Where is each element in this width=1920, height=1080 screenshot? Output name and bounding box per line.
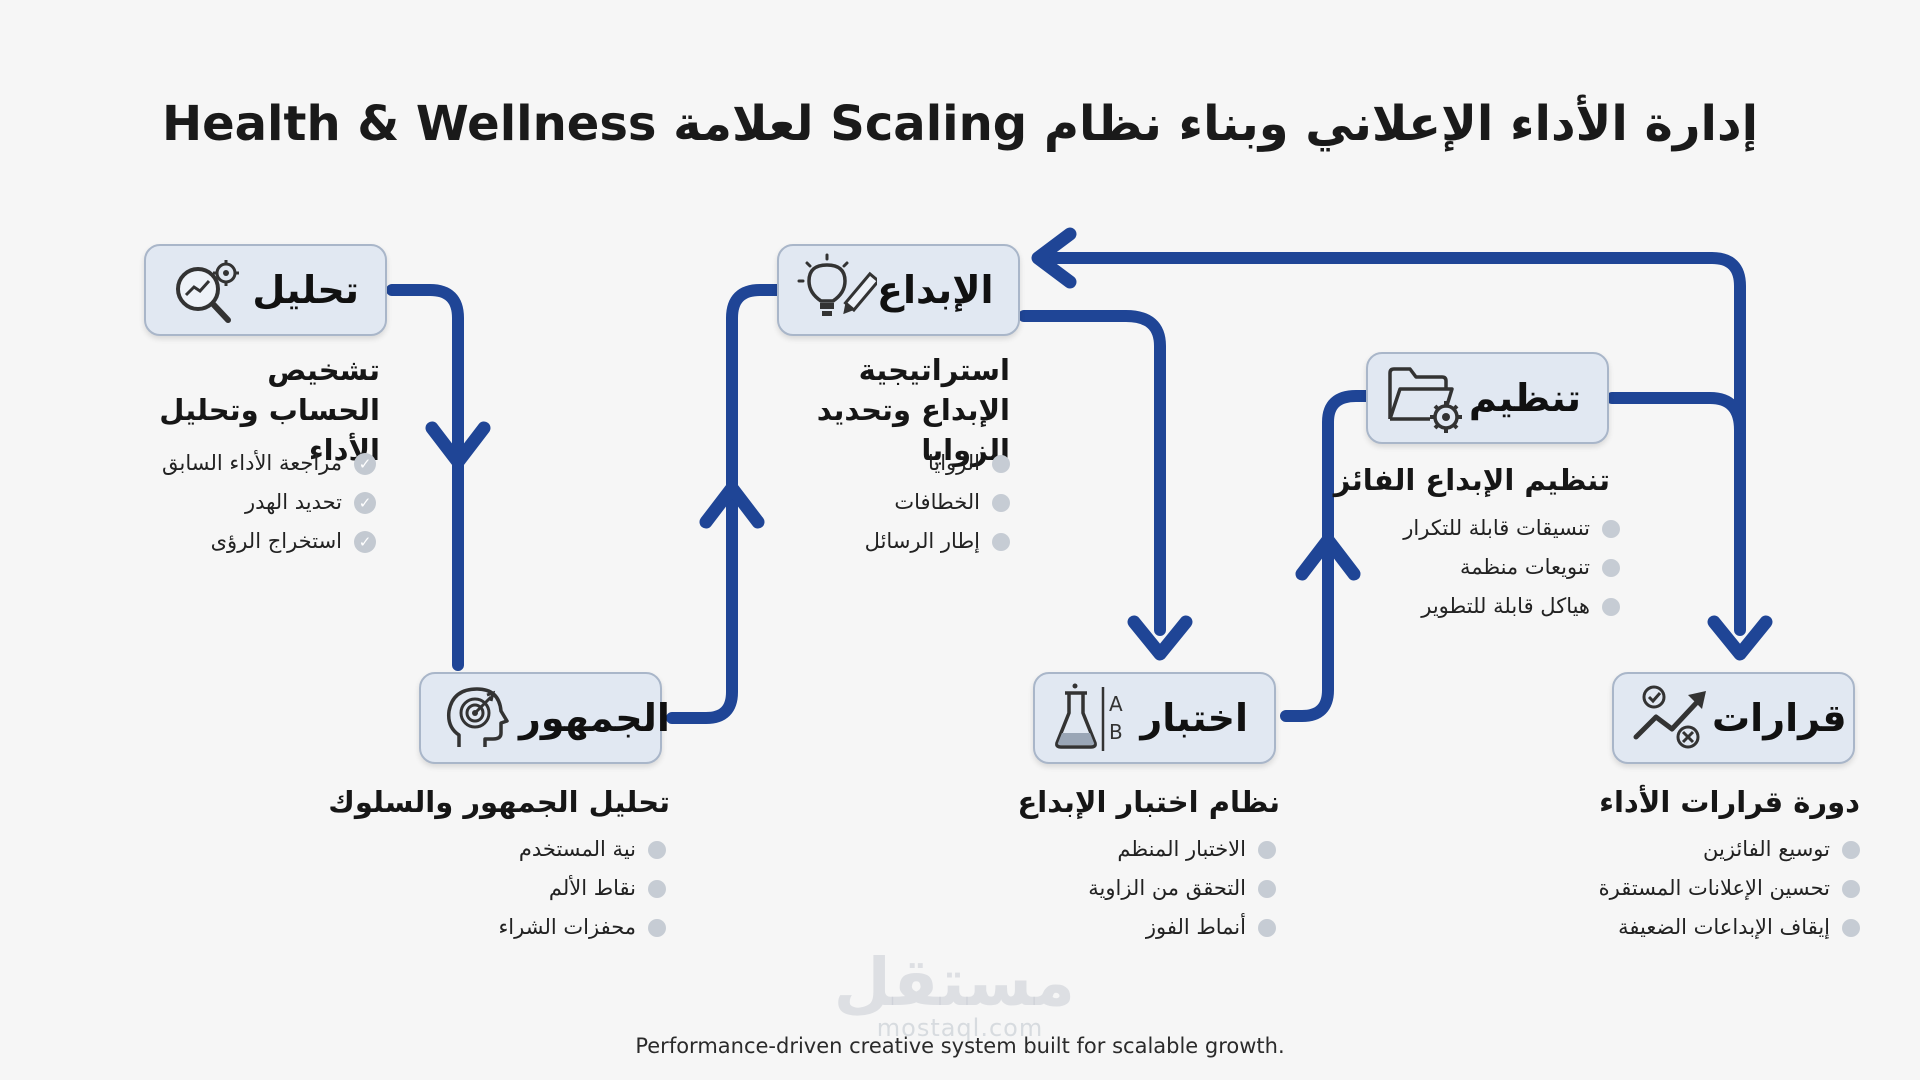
folder-gear-icon <box>1386 361 1466 435</box>
head-target-icon <box>439 681 519 755</box>
list-item: تنسيقات قابلة للتكرار <box>1360 509 1620 548</box>
list-item: ✓مراجعة الأداء السابق <box>120 444 376 483</box>
list-item: ✓استخراج الرؤى <box>120 522 376 561</box>
stage-box-creative[interactable]: الإبداع <box>777 244 1020 336</box>
svg-text:A: A <box>1109 692 1123 716</box>
stage-heading-organize: تنظيم الإبداع الفائز <box>1333 463 1610 497</box>
list-item: محفزات الشراء <box>440 908 666 947</box>
check-circle-icon: ✓ <box>354 530 376 553</box>
arrow-creative-to-testing <box>1018 310 1166 636</box>
bullet-dot-icon <box>1602 558 1620 577</box>
list-item: إيقاف الإبداعات الضعيفة <box>1560 908 1860 947</box>
check-circle-icon: ✓ <box>354 491 376 514</box>
stage-list-decisions: توسيع الفائزين تحسين الإعلانات المستقرة … <box>1560 830 1860 947</box>
stage-list-audience: نية المستخدم نقاط الألم محفزات الشراء <box>440 830 666 947</box>
stage-heading-testing: نظام اختبار الإبداع <box>1017 785 1280 819</box>
list-item: نقاط الألم <box>440 869 666 908</box>
arrow-feedback-loop <box>1032 252 1746 434</box>
stage-list-organize: تنسيقات قابلة للتكرار تنويعات منظمة هياك… <box>1360 509 1620 626</box>
bullet-dot-icon <box>648 879 666 898</box>
stage-box-decisions[interactable]: قرارات <box>1612 672 1855 764</box>
stage-label-organize: تنظيم <box>1468 376 1581 420</box>
stage-heading-audience: تحليل الجمهور والسلوك <box>328 785 670 819</box>
arrow-organize-to-decisions <box>1606 392 1746 636</box>
stage-box-testing[interactable]: A B اختبار <box>1033 672 1276 764</box>
stage-label-decisions: قرارات <box>1712 696 1847 740</box>
footer-caption: Performance-driven creative system built… <box>635 1034 1285 1058</box>
bullet-dot-icon <box>1602 597 1620 616</box>
magnifier-gear-icon <box>164 253 244 327</box>
bullet-dot-icon <box>1258 879 1276 898</box>
bullet-dot-icon <box>992 493 1010 512</box>
lightbulb-pencil-icon <box>797 253 877 327</box>
bullet-dot-icon <box>1258 918 1276 937</box>
list-item: تنويعات منظمة <box>1360 548 1620 587</box>
stage-box-audience[interactable]: الجمهور <box>419 672 670 764</box>
list-item: تحسين الإعلانات المستقرة <box>1560 869 1860 908</box>
bullet-dot-icon <box>1258 840 1276 859</box>
bullet-dot-icon <box>992 454 1010 473</box>
bullet-dot-icon <box>1842 918 1860 937</box>
list-item: إطار الرسائل <box>820 522 1010 561</box>
arrowhead-left-creative <box>1031 227 1077 289</box>
stage-label-testing: اختبار <box>1140 696 1248 740</box>
decision-chart-icon <box>1632 681 1712 755</box>
list-item: الزوايا <box>820 444 1010 483</box>
stage-list-analysis: ✓مراجعة الأداء السابق ✓تحديد الهدر ✓استخ… <box>120 444 376 561</box>
svg-text:B: B <box>1109 720 1123 744</box>
stage-list-creative: الزوايا الخطافات إطار الرسائل <box>820 444 1010 561</box>
check-circle-icon: ✓ <box>354 452 376 475</box>
stage-label-analysis: تحليل <box>252 268 359 312</box>
stage-label-creative: الإبداع <box>877 268 994 312</box>
stage-box-analysis[interactable]: تحليل <box>144 244 387 336</box>
arrowhead-down-decisions <box>1707 615 1773 661</box>
list-item: أنماط الفوز <box>1050 908 1276 947</box>
arrowhead-up-organize <box>1295 533 1361 581</box>
arrowhead-up-creative <box>699 481 765 529</box>
watermark-url: mostaql.com <box>876 1014 1044 1042</box>
page-title: إدارة الأداء الإعلاني وبناء نظام Scaling… <box>161 96 1759 152</box>
flask-ab-icon: A B <box>1053 681 1133 755</box>
list-item: ✓تحديد الهدر <box>120 483 376 522</box>
stage-box-organize[interactable]: تنظيم <box>1366 352 1609 444</box>
list-item: توسيع الفائزين <box>1560 830 1860 869</box>
stage-heading-creative: استراتيجية الإبداع وتحديد الزوايا <box>816 353 1010 467</box>
bullet-dot-icon <box>648 918 666 937</box>
bullet-dot-icon <box>1842 840 1860 859</box>
bullet-dot-icon <box>1602 519 1620 538</box>
list-item: هياكل قابلة للتطوير <box>1360 587 1620 626</box>
bullet-dot-icon <box>1842 879 1860 898</box>
list-item: الخطافات <box>820 483 1010 522</box>
stage-list-testing: الاختبار المنظم التحقق من الزاوية أنماط … <box>1050 830 1276 947</box>
list-item: نية المستخدم <box>440 830 666 869</box>
arrowhead-down-testing <box>1127 615 1193 661</box>
arrow-audience-to-creative <box>666 284 796 724</box>
stage-label-audience: الجمهور <box>519 696 670 740</box>
watermark-logo: مستقل <box>833 944 1075 1021</box>
list-item: الاختبار المنظم <box>1050 830 1276 869</box>
stage-heading-decisions: دورة قرارات الأداء <box>1599 785 1860 819</box>
bullet-dot-icon <box>648 840 666 859</box>
arrow-testing-to-organize <box>1280 390 1384 722</box>
arrowhead-down-audience <box>425 421 491 469</box>
list-item: التحقق من الزاوية <box>1050 869 1276 908</box>
bullet-dot-icon <box>992 532 1010 551</box>
arrow-analysis-to-audience <box>386 284 464 671</box>
